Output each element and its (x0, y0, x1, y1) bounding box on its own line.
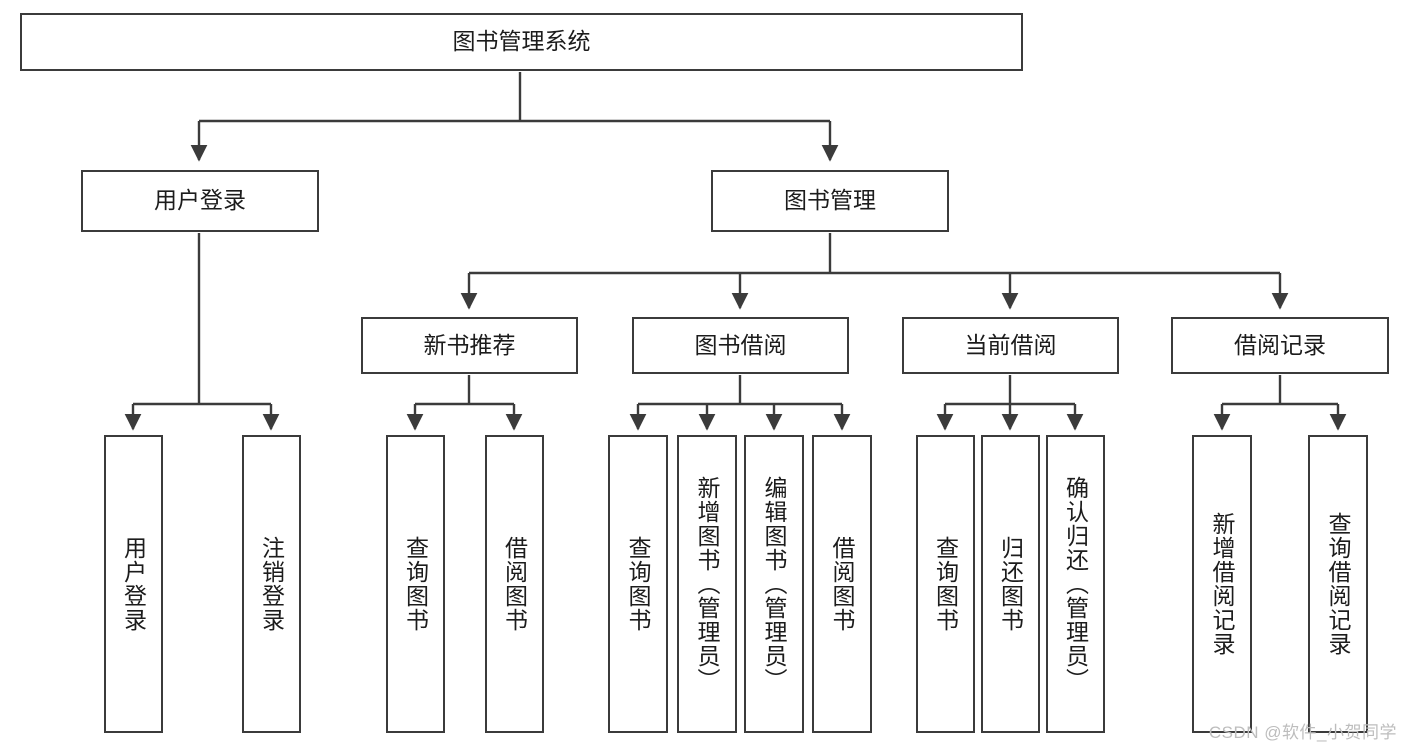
leaf-edit-book-admin[interactable]: 编辑图书（管理员） (744, 435, 804, 733)
leaf-query-borrow-record[interactable]: 查询借阅记录 (1308, 435, 1368, 733)
node-book-management[interactable]: 图书管理 (711, 170, 949, 232)
node-label: 新书推荐 (423, 331, 516, 358)
node-label: 确认归还（管理员） (1062, 476, 1089, 692)
edge-book-borrow-to-leaves (629, 375, 851, 431)
node-label: 借阅图书 (829, 536, 856, 632)
leaf-return-book[interactable]: 归还图书 (981, 435, 1040, 733)
edge-current-borrow-to-leaves (936, 375, 1084, 431)
node-root-book-management-system[interactable]: 图书管理系统 (20, 13, 1023, 71)
node-label: 图书借阅 (694, 331, 787, 358)
node-label: 查询图书 (625, 536, 652, 632)
node-label: 查询图书 (402, 536, 429, 632)
node-new-book-recommend[interactable]: 新书推荐 (361, 317, 578, 374)
node-label: 编辑图书（管理员） (761, 476, 788, 692)
node-label: 查询借阅记录 (1325, 512, 1352, 656)
node-user-login[interactable]: 用户登录 (81, 170, 319, 232)
leaf-query-book-current[interactable]: 查询图书 (916, 435, 975, 733)
leaf-add-borrow-record[interactable]: 新增借阅记录 (1192, 435, 1252, 733)
edge-new-book-recommend-to-leaves (406, 375, 523, 431)
node-label: 图书管理 (784, 187, 876, 214)
leaf-borrow-book-recommend[interactable]: 借阅图书 (485, 435, 544, 733)
node-label: 归还图书 (997, 536, 1024, 632)
node-label: 注销登录 (258, 536, 285, 632)
node-label: 新增图书（管理员） (694, 476, 721, 692)
node-label: 用户登录 (154, 187, 246, 214)
node-label: 当前借阅 (964, 331, 1057, 358)
node-label: 用户登录 (120, 536, 147, 632)
node-label: 新增借阅记录 (1209, 512, 1236, 656)
watermark-text: CSDN @软件_小贺同学 (1208, 723, 1397, 742)
leaf-confirm-return-admin[interactable]: 确认归还（管理员） (1046, 435, 1105, 733)
node-label: 查询图书 (932, 536, 959, 632)
node-label: 借阅记录 (1234, 331, 1326, 358)
node-current-borrow[interactable]: 当前借阅 (902, 317, 1119, 374)
leaf-add-book-admin[interactable]: 新增图书（管理员） (677, 435, 737, 733)
leaf-query-book-recommend[interactable]: 查询图书 (386, 435, 445, 733)
edge-borrow-record-to-leaves (1213, 375, 1347, 431)
edge-root-to-level2 (190, 72, 839, 162)
leaf-borrow-book-borrow[interactable]: 借阅图书 (812, 435, 872, 733)
node-label: 借阅图书 (501, 536, 528, 632)
node-borrow-record[interactable]: 借阅记录 (1171, 317, 1389, 374)
node-label: 图书管理系统 (452, 28, 591, 55)
leaf-logout-login[interactable]: 注销登录 (242, 435, 301, 733)
leaf-user-login[interactable]: 用户登录 (104, 435, 163, 733)
edge-book-management-to-level3 (460, 233, 1289, 310)
node-book-borrow[interactable]: 图书借阅 (632, 317, 849, 374)
leaf-query-book-borrow[interactable]: 查询图书 (608, 435, 668, 733)
edge-user-login-to-leaves (124, 233, 280, 431)
